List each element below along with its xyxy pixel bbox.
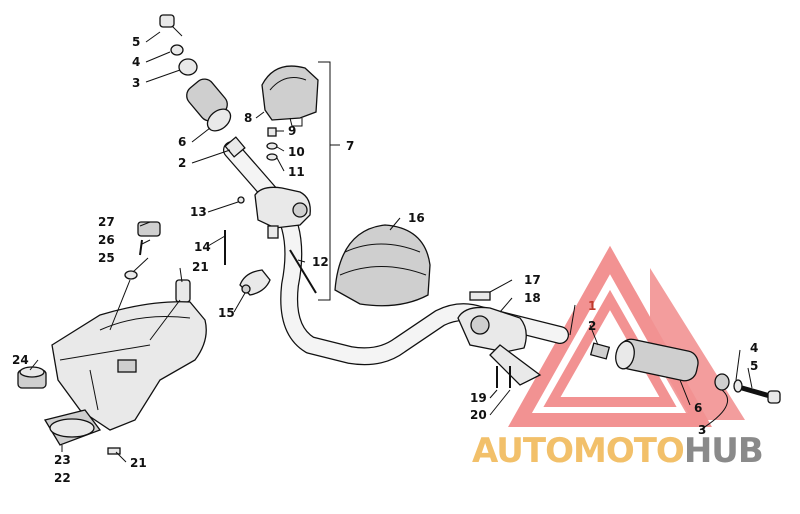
watermark-auto: AUTOMOTOHUB (472, 431, 763, 471)
bolt-left (159, 14, 183, 37)
callout-10: 10 (288, 145, 305, 159)
callout-11: 11 (288, 165, 305, 179)
callout-19: 19 (470, 391, 487, 405)
nut-25 (124, 270, 138, 280)
callout-21-top: 21 (192, 260, 209, 274)
callout-21-bottom: 21 (130, 456, 147, 470)
switch-21-bottom (107, 447, 121, 455)
callout-17: 17 (524, 273, 541, 287)
throttle-housing-cover (261, 65, 319, 127)
headlight-housing (43, 409, 102, 446)
callout-25: 25 (98, 251, 115, 265)
grip-right (615, 338, 699, 382)
callout-16: 16 (408, 211, 425, 225)
sleeve-right (589, 342, 611, 360)
callout-6-right: 6 (694, 401, 702, 415)
callout-1: 1 (588, 299, 596, 313)
handlebar-pad (334, 224, 431, 307)
callout-7: 7 (346, 139, 354, 153)
callout-6-left: 6 (178, 135, 186, 149)
callout-27: 27 (98, 215, 115, 229)
bolt-12 (289, 249, 317, 294)
ignition-key (137, 221, 161, 256)
callout-15: 15 (218, 306, 235, 320)
throttle-housing (254, 186, 311, 239)
callout-13: 13 (190, 205, 207, 219)
callout-9: 9 (288, 124, 296, 138)
cap-24 (17, 366, 47, 389)
callout-3-left: 3 (132, 76, 140, 90)
callout-20: 20 (470, 408, 487, 422)
switch-housing-right (457, 291, 542, 386)
plug-left (178, 58, 198, 76)
screw-13 (237, 196, 245, 204)
nut-11 (266, 153, 278, 161)
leader-lines (29, 31, 753, 463)
callout-4-right: 4 (750, 341, 758, 355)
callout-3-right: 3 (698, 423, 706, 437)
washer-10 (266, 142, 278, 150)
callout-18: 18 (524, 291, 541, 305)
washer-right (733, 379, 743, 393)
callouts: 5 4 3 8 9 7 6 10 11 2 13 16 27 26 14 25 … (12, 35, 758, 485)
watermark-text: AUTOMOTOHUB (472, 431, 764, 471)
callout-14: 14 (194, 240, 211, 254)
screw-9 (267, 127, 277, 137)
grip-left (186, 78, 232, 132)
callout-4-left: 4 (132, 55, 140, 69)
callout-5-left: 5 (132, 35, 140, 49)
bolt-right (741, 385, 781, 404)
callout-5-right: 5 (750, 359, 758, 373)
callout-12: 12 (312, 255, 329, 269)
handlebar (223, 141, 569, 366)
callout-24: 24 (12, 353, 29, 367)
sleeve-left (224, 136, 246, 158)
clamp-15 (239, 269, 271, 296)
plug-right (714, 373, 730, 391)
washer-left (170, 44, 184, 56)
callout-8: 8 (244, 111, 252, 125)
callout-23: 23 (54, 453, 71, 467)
hood-panel (51, 301, 207, 431)
switch-21-top (175, 279, 191, 303)
callout-22: 22 (54, 471, 71, 485)
callout-2-right: 2 (588, 319, 596, 333)
callout-26: 26 (98, 233, 115, 247)
callout-2-left: 2 (178, 156, 186, 170)
